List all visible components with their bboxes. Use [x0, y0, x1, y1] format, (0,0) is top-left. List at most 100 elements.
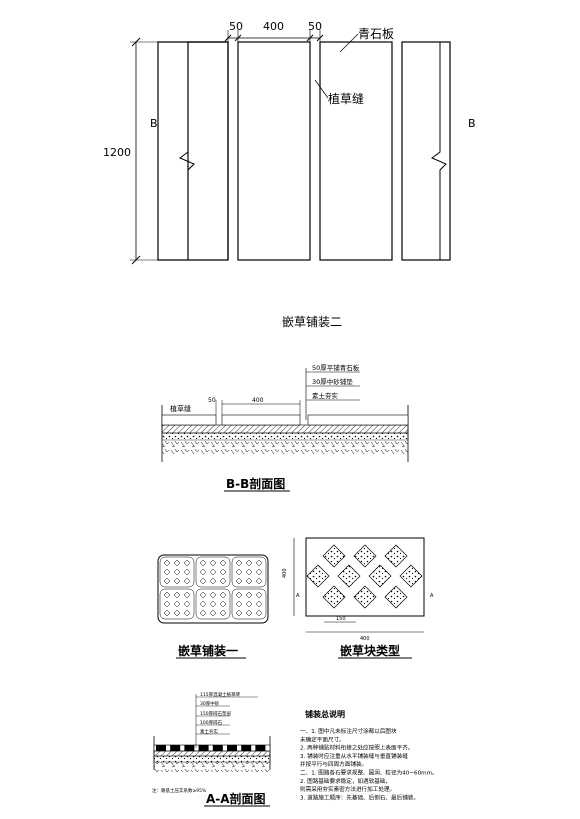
block-field-outline	[157, 554, 269, 624]
paving-notes: 铺装总说明 一、1. 图中凡未标注尺寸涂都以后图块 未确定平面尺寸。 2. 两种…	[300, 709, 438, 801]
aa-note: 注：路基土压实系数≥95%	[152, 787, 207, 794]
grass-cell	[219, 609, 227, 617]
block-rib	[198, 745, 209, 751]
grass-cell	[255, 577, 263, 585]
grass-cell	[163, 600, 171, 608]
block-rib	[156, 745, 166, 751]
grass-block	[195, 588, 231, 620]
grass-cell	[255, 591, 263, 599]
layer-3: 素土夯实	[312, 391, 339, 400]
title-aa-section: A-A剖面图	[206, 791, 266, 806]
grass-cell	[173, 591, 181, 599]
grass-pocket	[322, 585, 346, 609]
stone-slab-section	[161, 414, 217, 426]
stone-slab	[319, 41, 393, 261]
grass-cell	[199, 609, 207, 617]
block-rib	[241, 745, 252, 751]
grass-cell	[219, 577, 227, 585]
block-rib	[212, 745, 223, 751]
stone-slab	[237, 41, 311, 261]
note-line: 2. 图路基础要求稳定，如遇软基础，	[300, 777, 391, 785]
grass-cell	[235, 609, 243, 617]
grass-cell	[235, 559, 243, 567]
grass-cell	[199, 591, 207, 599]
dim-bottom: 400	[360, 636, 370, 642]
mark-a-left: A	[296, 593, 300, 599]
grass-cell	[245, 600, 253, 608]
grass-cell	[199, 568, 207, 576]
note-line: 二、1. 图路各石要求规整、圆润、粒径为40~60mm。	[300, 769, 438, 777]
grass-cell	[209, 591, 217, 599]
break-line-left	[179, 42, 195, 260]
aa-layer-5: 素土夯实	[200, 728, 218, 735]
aa-layer-2: 30厚中砂	[200, 700, 220, 707]
stone-slab-section	[307, 414, 409, 426]
grass-cell	[173, 600, 181, 608]
grass-pocket	[353, 585, 377, 609]
grass-cell	[173, 568, 181, 576]
section-mark-right: B	[468, 117, 476, 130]
height-dimension: 1200	[103, 37, 188, 265]
grass-cell	[183, 600, 191, 608]
note-line: 未确定平面尺寸。	[300, 735, 345, 743]
aa-layer-4: 100厚碎石	[200, 719, 223, 726]
title-bb-section: B-B剖面图	[226, 476, 285, 491]
notes-body: 一、1. 图中凡未标注尺寸涂都以后图块 未确定平面尺寸。 2. 两种铺贴材料衔接…	[300, 727, 438, 801]
grass-cell	[255, 568, 263, 576]
grass-cell	[209, 577, 217, 585]
label-grass-joint-section: 植草缝	[170, 404, 191, 413]
grass-pocket	[384, 585, 408, 609]
compacted-soil	[162, 440, 408, 454]
leader-grass-joint	[314, 79, 329, 99]
grass-cell	[199, 577, 207, 585]
grass-cell	[163, 559, 171, 567]
section-aa: 115厚混凝土植草砖 30厚中砂 150厚碎石垫层 100厚碎石 素土夯实 注：…	[152, 691, 271, 794]
grass-block	[159, 556, 195, 588]
grass-cell	[235, 591, 243, 599]
block-rib	[255, 745, 266, 751]
grass-cell	[183, 568, 191, 576]
grass-cell	[173, 609, 181, 617]
grass-cell	[245, 591, 253, 599]
note-line: 3. 道路施工顺序：先基础、后侧石、最后铺装。	[300, 793, 419, 801]
grass-cell	[183, 609, 191, 617]
grass-cell	[245, 609, 253, 617]
grass-cell	[219, 591, 227, 599]
dim-joint-right: 50	[308, 20, 322, 33]
base-layer	[161, 432, 409, 441]
title-paving-two: 嵌草铺装二	[282, 315, 342, 329]
block-outline	[305, 537, 425, 617]
grass-cell	[245, 559, 253, 567]
grass-pocket	[337, 564, 361, 588]
stone-slab-section	[221, 414, 301, 426]
section-bb: 50 400 植草缝 50厚平铺青石板 30厚中砂铺垫 素土夯实	[161, 363, 409, 462]
layer-1: 50厚平铺青石板	[312, 363, 360, 372]
grass-block	[231, 556, 267, 588]
layer-2: 30厚中砂铺垫	[312, 377, 353, 386]
grass-cell	[209, 609, 217, 617]
grass-pocket	[353, 544, 377, 568]
grass-cell	[183, 559, 191, 567]
note-line: 3. 铺装时应注重从水平铺装缝与垂直铺装缝	[300, 752, 408, 760]
grass-pocket	[384, 544, 408, 568]
section-mark-left: B	[150, 117, 158, 130]
grass-cell	[219, 568, 227, 576]
dim-joint-left: 50	[229, 20, 243, 33]
grass-cell	[219, 600, 227, 608]
grass-pocket	[399, 564, 423, 588]
notes-heading: 铺装总说明	[305, 709, 345, 719]
note-line: 2. 两种铺贴材料衔接之处应按照上表面平齐。	[300, 744, 413, 752]
grass-block	[231, 588, 267, 620]
dim-50: 50	[208, 397, 216, 404]
title-grass-block-type: 嵌草块类型	[340, 643, 400, 658]
grass-cell	[199, 559, 207, 567]
title-paving-one: 嵌草铺装一	[178, 643, 238, 658]
grass-cell	[163, 591, 171, 599]
grass-cell	[235, 577, 243, 585]
block-rib	[170, 745, 181, 751]
aa-layer-1: 115厚混凝土植草砖	[200, 691, 241, 698]
dim-height: 1200	[103, 146, 131, 159]
